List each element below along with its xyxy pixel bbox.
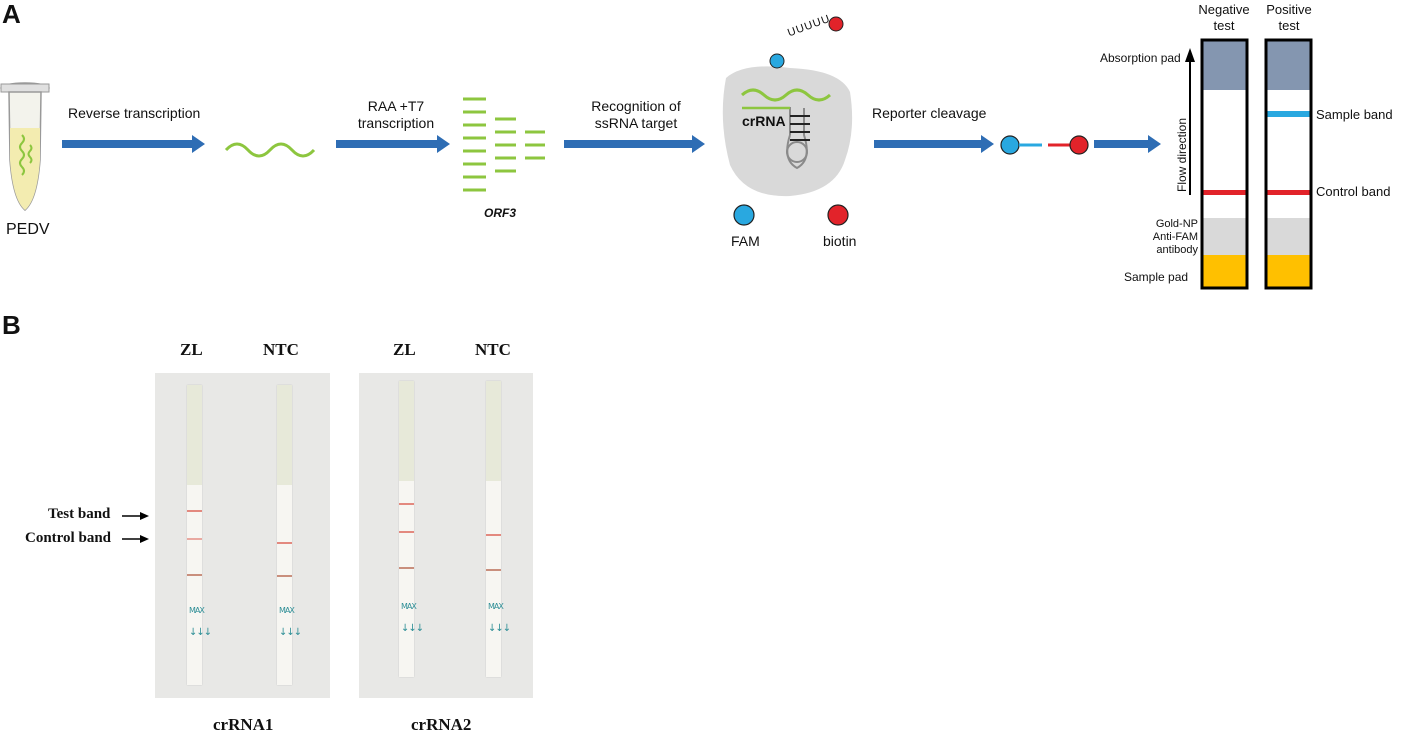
control-band-label: Control band — [1316, 184, 1391, 199]
negative-test-line2: test — [1213, 18, 1235, 33]
fam-legend-dot — [733, 204, 755, 226]
positive-strip — [1264, 38, 1313, 290]
negative-strip — [1200, 38, 1249, 290]
arrow-3 — [564, 135, 705, 153]
step-recognition-line1: Recognition of — [591, 98, 681, 114]
strip-photo-crrna2: MAX ↓↓↓ MAX ↓↓↓ — [359, 373, 533, 698]
rna-wave — [224, 142, 316, 158]
biotin-legend-dot — [827, 204, 849, 226]
strip-zl-2: MAX ↓↓↓ — [399, 381, 424, 677]
gold-np-line1: Gold-NP — [1155, 218, 1198, 230]
test-band — [399, 503, 414, 505]
panel-b-letter: B — [2, 310, 21, 340]
strip-photo-crrna1: MAX ↓↓↓ MAX ↓↓↓ — [155, 373, 330, 698]
panel-a-letter: A — [2, 0, 21, 29]
gold-np-line3: antibody — [1156, 244, 1198, 256]
group2-zl-label: ZL — [393, 340, 416, 359]
crrna2-caption: crRNA2 — [411, 715, 472, 734]
arrow-4 — [874, 135, 994, 153]
target-rna-wave — [740, 88, 832, 102]
control-band — [187, 538, 202, 540]
crrna1-caption: crRNA1 — [213, 715, 274, 734]
cas-protein-shape — [722, 66, 853, 197]
step-recognition-line2: ssRNA target — [594, 115, 678, 131]
negative-test-line1: Negative — [1198, 2, 1250, 17]
strip-max-marking: MAX — [488, 602, 504, 611]
reporter-biotin-dot — [828, 16, 844, 32]
pedv-label: PEDV — [6, 221, 50, 238]
control-band — [399, 531, 414, 533]
positive-test-line1: Positive — [1266, 2, 1312, 17]
step-raa-line1: RAA +T7 — [367, 98, 425, 114]
cleaved-fam-dot — [1000, 135, 1020, 155]
control-band-label-b: Control band — [25, 530, 112, 546]
test-band-label: Test band — [48, 506, 111, 522]
reporter-fam-dot — [769, 53, 785, 69]
crrna-label: crRNA — [742, 113, 786, 129]
sample-band-label: Sample band — [1316, 107, 1393, 122]
orf3-label: ORF3 — [484, 206, 517, 220]
absorption-pad-label: Absorption pad — [1100, 51, 1181, 65]
positive-test-line2: test — [1278, 18, 1300, 33]
step-reverse-transcription: Reverse transcription — [68, 105, 201, 121]
group2-ntc-label: NTC — [475, 340, 511, 359]
strip-zl-1: MAX ↓↓↓ — [187, 385, 212, 685]
tube-icon — [0, 82, 50, 211]
step-raa-line2: transcription — [357, 115, 435, 131]
group1-zl-label: ZL — [180, 340, 203, 359]
strip-ntc-1: MAX ↓↓↓ — [277, 385, 302, 685]
strip-max-marking: MAX — [279, 606, 295, 615]
strip-ntc-2: MAX ↓↓↓ — [486, 381, 511, 677]
biotin-label: biotin — [823, 233, 857, 249]
arrow-1 — [62, 135, 205, 153]
sample-pad-label: Sample pad — [1124, 270, 1189, 284]
test-band — [187, 510, 202, 512]
cleaved-biotin-dot — [1069, 135, 1089, 155]
arrow-2 — [336, 135, 450, 153]
strip-max-marking: MAX — [401, 602, 417, 611]
flow-direction-label: Flow direction — [1175, 117, 1189, 192]
control-band — [277, 542, 292, 544]
fam-label: FAM — [731, 233, 760, 249]
gold-np-line2: Anti-FAM — [1152, 231, 1198, 243]
control-band — [486, 534, 501, 536]
orf3-dashes — [463, 97, 545, 192]
arrow-5 — [1094, 135, 1161, 153]
strip-max-marking: MAX — [189, 606, 205, 615]
step-reporter-cleavage: Reporter cleavage — [872, 105, 987, 121]
group1-ntc-label: NTC — [263, 340, 299, 359]
